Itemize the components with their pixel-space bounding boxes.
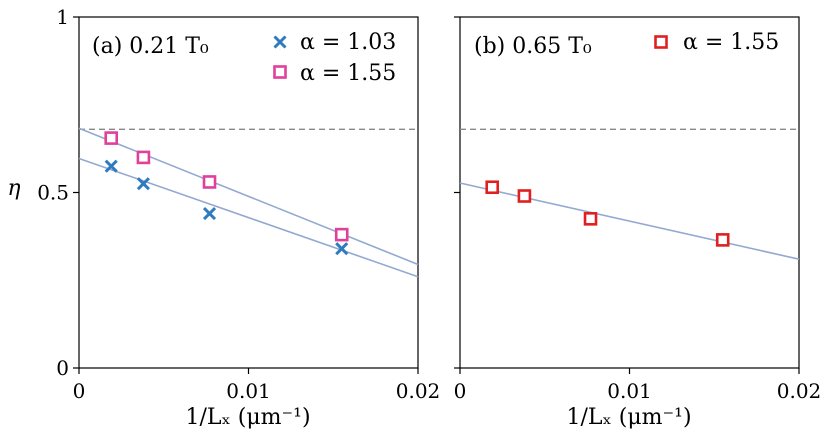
panel-a-fit-line-0	[78, 157, 419, 278]
legend-label-alpha-1-55-red: α = 1.55	[683, 30, 779, 55]
panel-a-series-1-point	[104, 131, 119, 145]
panel-a-y-tick-label: 0.5	[37, 181, 69, 205]
panel-b-x-tick-label: 0	[454, 379, 467, 403]
panel-b-x-tick-label: 0.02	[777, 379, 822, 403]
panel-a-fit-line-1	[78, 127, 419, 266]
panel-b-series-0-point	[485, 180, 500, 195]
panel-b-series-0-point	[583, 212, 598, 226]
legend-marker-shape	[273, 35, 287, 49]
legend-marker-shape	[654, 35, 668, 49]
panel-a-series-0-point	[202, 206, 217, 221]
legend-label-alpha-1-03: α = 1.03	[300, 30, 396, 55]
legend-marker-alpha-1-55-red	[654, 35, 668, 49]
panel-b-x-tick-label: 0.01	[607, 379, 652, 403]
panel-a-series-0-point	[335, 242, 349, 256]
panel-a-series-1-point	[334, 227, 349, 242]
panel-a-plot-area: 0 0.01 0.02 0 0.5 1	[37, 5, 440, 403]
y-axis-title: η	[7, 176, 20, 201]
panel-b-x-axis-title: 1/Lₓ (μm⁻¹)	[566, 405, 691, 430]
panel-a-series-1-point	[202, 175, 217, 189]
legend-marker-shape	[273, 65, 287, 79]
panel-a-series-1-point	[136, 150, 151, 165]
legend-marker-alpha-1-55	[273, 65, 287, 79]
panel-b-series-0-point	[715, 233, 730, 247]
panel-b-legend: α = 1.55	[654, 30, 779, 55]
panel-a-y-tick-label: 0	[56, 356, 69, 380]
panel-b-fit-line-0	[459, 182, 800, 260]
legend-label-alpha-1-55: α = 1.55	[300, 61, 396, 86]
legend-marker-alpha-1-03	[273, 35, 287, 49]
panel-a-label: (a) 0.21 T₀	[92, 34, 209, 59]
panel-a-series-0-point	[136, 177, 150, 191]
panel-a-x-tick-label: 0.02	[396, 379, 441, 403]
panel-b-plot-area: 0 0.01 0.02	[454, 16, 822, 403]
panel-a: (a) 0.21 T₀ 1/Lₓ (μm⁻¹) 0 0.01 0.02 0 0.5 1 α…	[37, 5, 440, 430]
panel-b-series-0-point	[517, 189, 532, 203]
panel-a-x-tick-label: 0	[73, 379, 86, 403]
panel-a-x-tick-label: 0.01	[226, 379, 271, 403]
panel-b-label: (b) 0.65 T₀	[474, 34, 592, 59]
panel-a-x-axis-title: 1/Lₓ (μm⁻¹)	[185, 405, 310, 430]
panel-b: (b) 0.65 T₀ 1/Lₓ (μm⁻¹) 0 0.01 0.02 α = 1.…	[454, 16, 822, 430]
panel-b-frame	[459, 16, 800, 369]
panel-a-series-0-point	[104, 159, 118, 173]
panel-a-legend: α = 1.03 α = 1.55	[273, 30, 396, 86]
panel-a-y-tick-label: 1	[56, 5, 69, 29]
